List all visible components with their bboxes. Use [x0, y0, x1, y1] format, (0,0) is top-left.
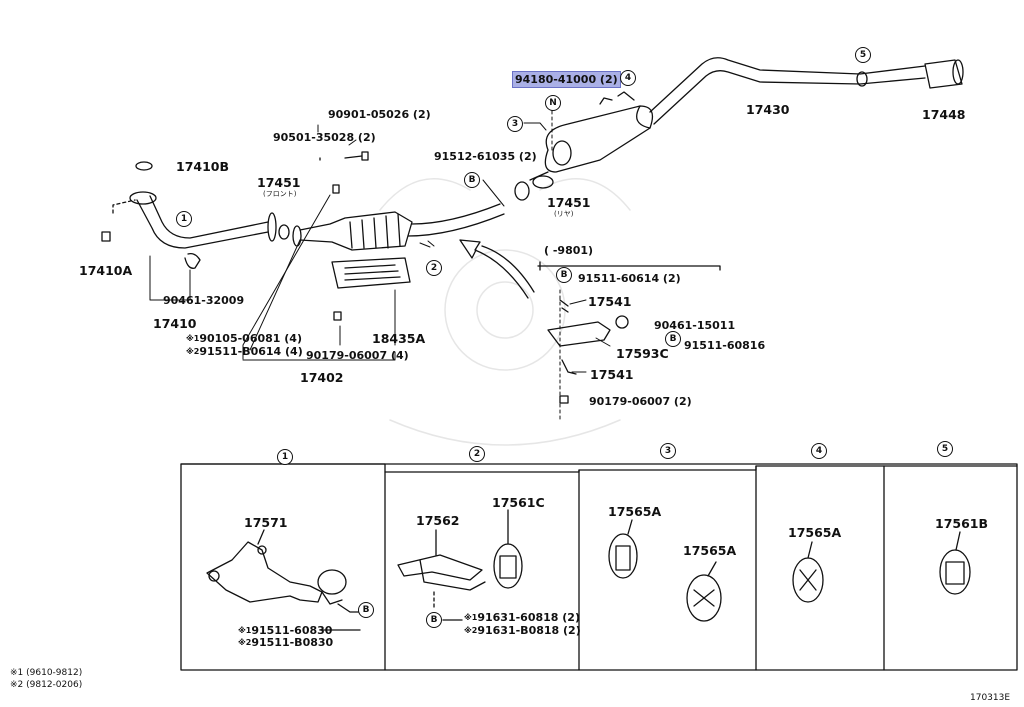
tail-pipe-17430 — [649, 57, 926, 125]
callout-4[interactable]: 4 — [620, 70, 636, 86]
muffler — [529, 91, 654, 189]
footnote-2: ※2 (9812-0206) — [10, 680, 83, 690]
callout-B-3[interactable]: B — [665, 331, 681, 347]
part-17561C[interactable]: 17561C — [492, 495, 545, 510]
mark-1: ※1 — [186, 334, 200, 343]
part-17565A-1[interactable]: 17565A — [608, 504, 662, 519]
hanger-rubber-17565A-c — [792, 541, 824, 603]
part-90179-06007-2[interactable]: 90179-06007 (2) — [589, 395, 692, 408]
hanger-rubber-17565A-b — [686, 561, 722, 622]
rear-note: (リヤ) — [554, 210, 574, 218]
part-17402[interactable]: 17402 — [300, 370, 344, 385]
part-17448[interactable]: 17448 — [922, 107, 966, 122]
table-callout-3[interactable]: 3 — [660, 443, 676, 459]
part-17410A[interactable]: 17410A — [79, 263, 133, 278]
part-17593C[interactable]: 17593C — [616, 346, 669, 361]
part-17565A-2[interactable]: 17565A — [683, 543, 737, 558]
part-17430[interactable]: 17430 — [746, 102, 790, 117]
part-91512-61035[interactable]: 91512-61035 (2) — [434, 150, 537, 163]
catalytic-converter — [299, 203, 505, 251]
callout-B-2[interactable]: B — [556, 267, 572, 283]
part-90179-06007-4[interactable]: 90179-06007 (4) — [306, 349, 409, 362]
rear-gasket — [514, 181, 530, 201]
table-callout-2[interactable]: 2 — [469, 446, 485, 462]
part-17565A-3[interactable]: 17565A — [788, 525, 842, 540]
hanger-rubber-17561B — [939, 531, 971, 595]
leader-lines — [149, 104, 611, 421]
hanger-rubber-17561C — [493, 509, 523, 589]
part-17562[interactable]: 17562 — [416, 513, 460, 528]
part-17410[interactable]: 17410 — [153, 316, 197, 331]
hanger-details — [537, 261, 721, 404]
part-91511-60816[interactable]: 91511-60816 — [684, 339, 766, 352]
bracket-17562 — [397, 529, 486, 621]
part-17561B[interactable]: 17561B — [935, 516, 989, 531]
table-callout-1[interactable]: 1 — [277, 449, 293, 465]
part-17451-rear[interactable]: 17451 — [547, 195, 591, 210]
callout-B-1[interactable]: B — [464, 172, 480, 188]
part-90461-15011[interactable]: 90461-15011 — [654, 319, 736, 332]
front-pipe-17410 — [129, 191, 269, 269]
heat-insulator-18435A — [331, 257, 411, 289]
variant-table — [180, 463, 1018, 671]
direction-arrow — [459, 239, 535, 299]
part-90501-35028[interactable]: 90501-35028 (2) — [273, 131, 376, 144]
part-91511-B0614[interactable]: ※291511-B0614 (4) — [186, 345, 303, 358]
bracket-17571 — [206, 529, 361, 631]
part-17541-a[interactable]: 17541 — [588, 294, 632, 309]
watermark-emblem — [379, 178, 631, 446]
part-91631-B0818[interactable]: ※291631-B0818 (2) — [464, 624, 581, 637]
part-90105-06081[interactable]: ※190105-06081 (4) — [186, 332, 302, 345]
bolts — [101, 151, 369, 321]
part-18435A[interactable]: 18435A — [372, 331, 426, 346]
callout-B-5[interactable]: B — [426, 612, 442, 628]
part-17571[interactable]: 17571 — [244, 515, 288, 530]
callout-1[interactable]: 1 — [176, 211, 192, 227]
part-91511-60614[interactable]: 91511-60614 (2) — [578, 272, 681, 285]
part-90461-32009[interactable]: 90461-32009 — [163, 294, 245, 307]
callout-2[interactable]: 2 — [426, 260, 442, 276]
diagram-id: 170313E — [970, 693, 1011, 703]
mark-2: ※2 — [186, 347, 200, 356]
tail-tip-17448 — [924, 59, 964, 89]
hanger-rubber-17565A-a — [608, 519, 638, 579]
part-90901-05026[interactable]: 90901-05026 (2) — [328, 108, 431, 121]
part-91631-60818[interactable]: ※191631-60818 (2) — [464, 611, 580, 624]
part-17451-front[interactable]: 17451 — [257, 175, 301, 190]
part-17541-b[interactable]: 17541 — [590, 367, 634, 382]
part-91511-B0830[interactable]: ※291511-B0830 — [238, 636, 334, 649]
callout-B-4[interactable]: B — [358, 602, 374, 618]
table-callout-4[interactable]: 4 — [811, 443, 827, 459]
part-94180-41000[interactable]: 94180-41000 (2) — [512, 71, 621, 88]
callout-N[interactable]: N — [545, 95, 561, 111]
footnote-1: ※1 (9610-9812) — [10, 668, 83, 678]
front-note: (フロント) — [263, 190, 297, 198]
part-17410B[interactable]: 17410B — [176, 159, 230, 174]
date-range-label: ( -9801) — [544, 244, 594, 257]
part-91511-60830[interactable]: ※191511-60830 — [238, 624, 333, 637]
callout-5[interactable]: 5 — [855, 47, 871, 63]
callout-3[interactable]: 3 — [507, 116, 523, 132]
table-callout-5[interactable]: 5 — [937, 441, 953, 457]
front-flange — [267, 212, 302, 247]
